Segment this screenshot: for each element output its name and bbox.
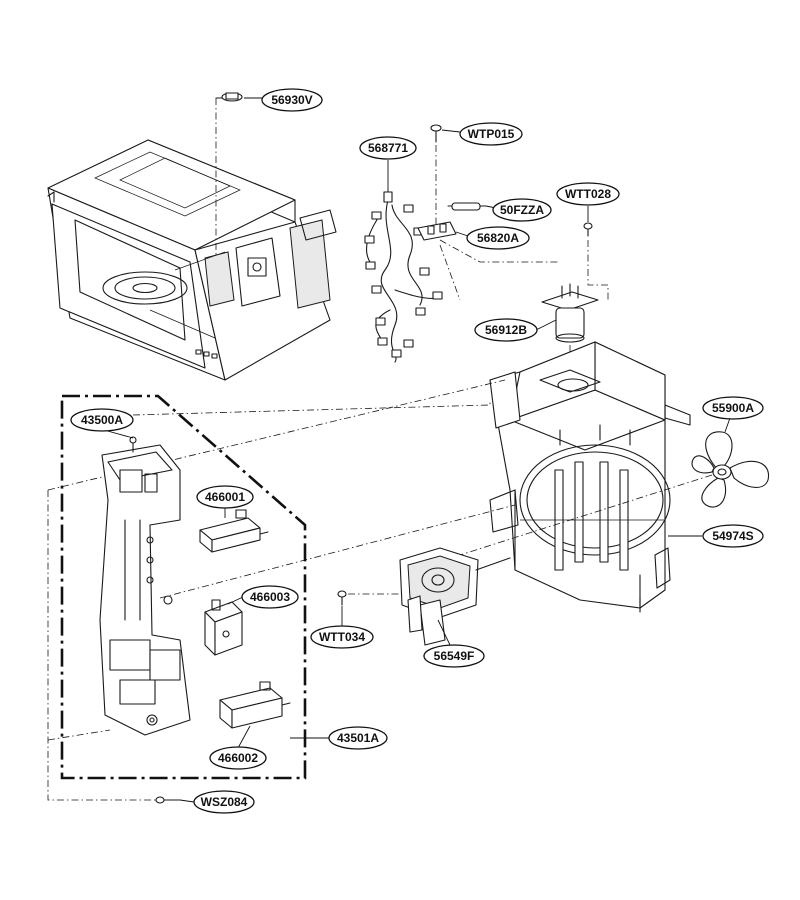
screw-wsz084 <box>156 797 180 803</box>
lamp-part <box>542 284 598 342</box>
callout-WTT034: WTT034 <box>311 626 373 648</box>
callout-WSZ084: WSZ084 <box>194 791 254 813</box>
thermostat-part <box>216 93 242 101</box>
callout-568771: 568771 <box>360 137 416 159</box>
callout-43500A: 43500A <box>71 409 133 431</box>
fuse-part <box>448 203 486 210</box>
callout-466003: 466003 <box>242 586 298 608</box>
fan-motor-part <box>400 548 510 645</box>
callout-43501A: 43501A <box>329 727 387 749</box>
oven-cavity-assembly <box>48 140 336 380</box>
callout-466001-label: 466001 <box>205 490 245 504</box>
callout-WTP015-label: WTP015 <box>468 127 515 141</box>
callout-466001: 466001 <box>197 486 253 508</box>
callout-43501A-label: 43501A <box>337 731 379 745</box>
wiring-harness <box>365 192 442 362</box>
callout-55900A: 55900A <box>703 397 763 419</box>
callout-56912B: 56912B <box>475 319 537 341</box>
latch-board-part <box>100 437 190 735</box>
fan-blade-part <box>692 432 769 507</box>
guide-line-top <box>133 400 490 415</box>
guide-line-harness <box>440 245 460 300</box>
callout-50FZZA: 50FZZA <box>493 199 551 221</box>
screw-wtt028-lead <box>588 240 608 300</box>
callout-568771-label: 568771 <box>368 141 408 155</box>
callout-466002-label: 466002 <box>218 751 258 765</box>
callout-43500A-label: 43500A <box>81 413 123 427</box>
micro-switch-466003 <box>205 600 242 655</box>
callout-466002: 466002 <box>210 747 266 769</box>
callout-50FZZA-label: 50FZZA <box>500 203 544 217</box>
callout-54974S-label: 54974S <box>712 529 753 543</box>
micro-switch-466002 <box>220 682 290 728</box>
guide-line-bottom <box>48 730 110 740</box>
fuse-holder-part <box>418 222 456 240</box>
callout-55900A-label: 55900A <box>712 401 754 415</box>
fan-duct-assembly <box>490 342 690 612</box>
callout-WTT028-label: WTT028 <box>565 187 611 201</box>
micro-switch-466001 <box>200 510 268 552</box>
screw-wtt028 <box>584 223 592 236</box>
callout-56820A: 56820A <box>467 227 529 249</box>
callout-WTT028: WTT028 <box>557 183 619 205</box>
callout-WTP015: WTP015 <box>460 123 522 145</box>
callout-466003-label: 466003 <box>250 590 290 604</box>
callout-56930V: 56930V <box>262 89 322 111</box>
callout-56930V-label: 56930V <box>271 93 312 107</box>
screw-wtt034 <box>338 591 346 605</box>
callout-56820A-label: 56820A <box>477 231 519 245</box>
callout-54974S: 54974S <box>703 525 763 547</box>
callout-WSZ084-label: WSZ084 <box>201 795 248 809</box>
screw-wtp015 <box>431 125 441 142</box>
callout-56912B-label: 56912B <box>485 323 527 337</box>
callout-56549F: 56549F <box>424 645 484 667</box>
callout-WTT034-label: WTT034 <box>319 630 365 644</box>
callout-56549F-label: 56549F <box>434 649 475 663</box>
